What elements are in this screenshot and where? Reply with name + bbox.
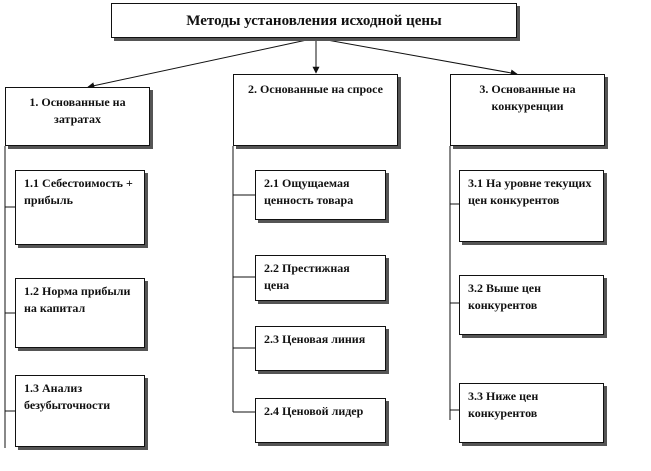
item-cost-plus-profit: 1.1 Себестоимость + прибыль — [15, 170, 145, 245]
item-return-on-capital: 1.2 Норма прибыли на капитал — [15, 278, 145, 348]
category-demand: 2. Основанные на спросе — [233, 74, 398, 146]
item-prestige-price: 2.2 Престижная цена — [255, 255, 386, 301]
item-above-competitors: 3.2 Выше цен конкурентов — [459, 275, 604, 335]
category-competition: 3. Основанные на конкуренции — [450, 74, 605, 146]
arrow-to-category-3 — [315, 37, 518, 77]
category-costs: 1. Основанные на затратах — [5, 87, 150, 146]
item-perceived-value: 2.1 Ощущаемая ценность товара — [255, 170, 386, 220]
item-price-leader: 2.4 Ценовой лидер — [255, 398, 386, 443]
arrow-to-category-1 — [87, 37, 317, 90]
item-below-competitors: 3.3 Ниже цен конкурентов — [459, 383, 604, 443]
item-price-line: 2.3 Ценовая линия — [255, 326, 386, 371]
item-breakeven-analysis: 1.3 Анализ безубыточности — [15, 375, 145, 447]
item-at-competitor-level: 3.1 На уровне текущих цен конкурентов — [459, 170, 604, 242]
diagram-title: Методы установления исходной цены — [111, 3, 517, 38]
